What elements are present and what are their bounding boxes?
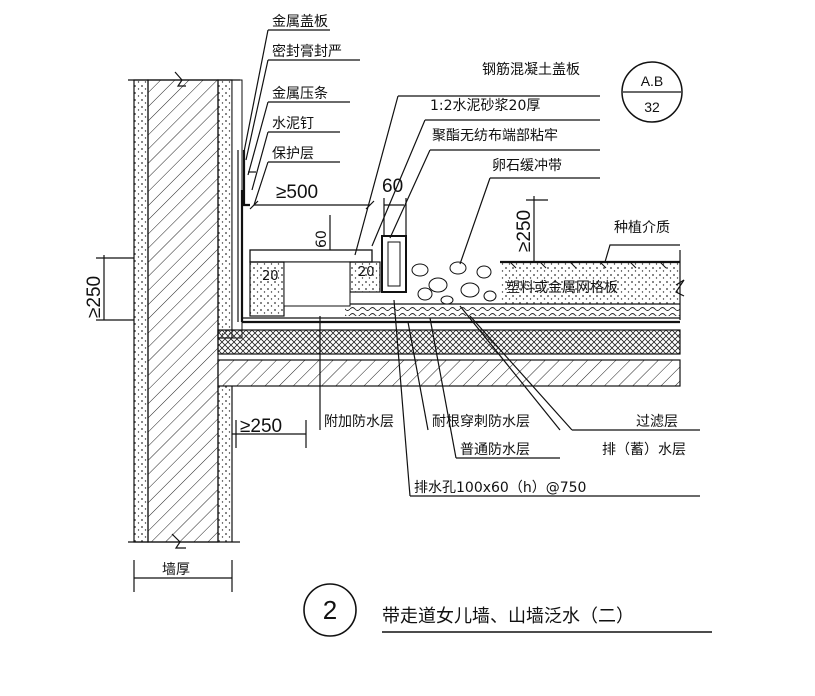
label-polyester-bond: 聚酯无纺布端部粘牢: [432, 128, 558, 144]
dim-ge250-mid: ≥250: [514, 210, 535, 252]
label-root-waterproof: 耐根穿刺防水层: [432, 414, 530, 430]
reference-top: A.B: [641, 73, 664, 89]
label-normal-waterproof: 普通防水层: [460, 442, 530, 458]
dim-20-b: 20: [358, 265, 375, 280]
leader-lines: [243, 29, 700, 497]
label-extra-waterproof: 附加防水层: [324, 414, 394, 430]
label-mortar: 1:2水泥砂浆20厚: [430, 98, 540, 114]
label-protect-layer: 保护层: [272, 146, 314, 162]
drawing-title: 2 带走道女儿墙、山墙泛水（二）: [303, 583, 712, 637]
dim-60-top: 60: [382, 176, 403, 197]
label-drain-hole: 排水孔100x60（h）@750: [414, 480, 586, 496]
title-text: 带走道女儿墙、山墙泛水（二）: [382, 606, 634, 627]
dim-ge250-left: ≥250: [84, 276, 105, 318]
reference-symbol: A.B 32: [621, 61, 683, 123]
label-rc-cover: 钢筋混凝土盖板: [482, 61, 580, 78]
label-sealant: 密封膏封严: [272, 43, 342, 60]
walkway-cover: [242, 150, 685, 320]
dim-60-side: 60: [314, 230, 330, 248]
dimension-lines: [96, 196, 548, 592]
label-plant-medium: 种植介质: [614, 220, 670, 236]
label-drain-layer: 排（蓄）水层: [602, 442, 686, 458]
label-filter-layer: 过滤层: [636, 414, 678, 430]
label-metal-bead: 金属压条: [272, 85, 328, 102]
label-wall-thickness: 墙厚: [162, 562, 190, 578]
dim-ge250-bottom: ≥250: [240, 416, 282, 437]
label-pebble-belt: 卵石缓冲带: [492, 158, 562, 174]
label-metal-cover: 金属盖板: [272, 14, 328, 30]
label-mesh-board: 塑料或金属网格板: [506, 280, 618, 296]
parapet-wall: [128, 71, 243, 549]
dim-ge500: ≥500: [276, 182, 318, 203]
title-number: 2: [323, 595, 337, 625]
dim-20-a: 20: [262, 269, 279, 284]
label-cement-nail: 水泥钉: [272, 116, 314, 132]
reference-bottom: 32: [644, 99, 660, 115]
